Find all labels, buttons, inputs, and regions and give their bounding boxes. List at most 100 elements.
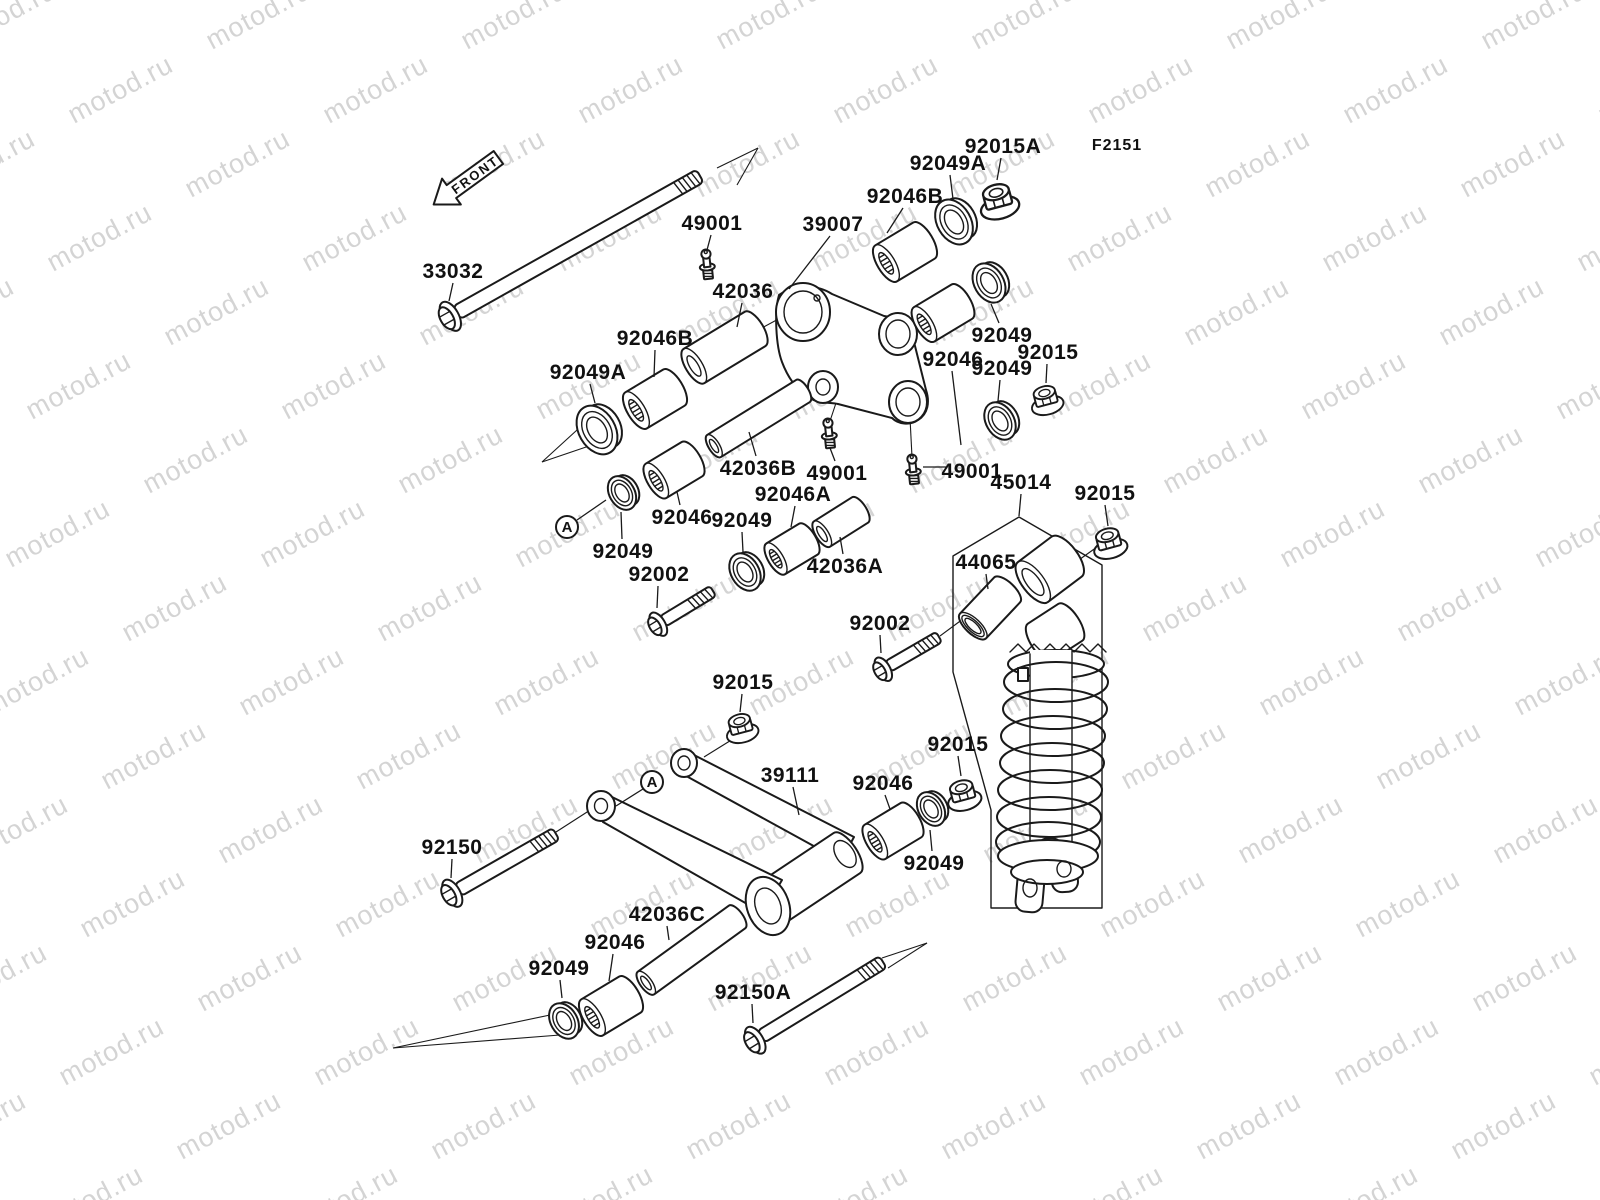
leader-line bbox=[706, 234, 712, 251]
part-label-group: 92049 bbox=[712, 509, 772, 553]
rocker-clevis-boss bbox=[807, 370, 839, 404]
part-label-group: 49001 bbox=[923, 460, 1002, 483]
watermark-text: motod.ru bbox=[1338, 49, 1453, 129]
collar-42036 bbox=[680, 310, 769, 385]
seal-92049 bbox=[971, 261, 1011, 304]
seal-92049 bbox=[548, 1001, 584, 1040]
watermark-text: motod.ru bbox=[1317, 197, 1432, 277]
watermark-text: motod.ru bbox=[117, 567, 232, 647]
watermark-text: motod.ru bbox=[1308, 1159, 1423, 1200]
tie-rod-flange bbox=[744, 875, 792, 937]
bolt-92002 bbox=[647, 586, 716, 637]
watermark-text: motod.ru bbox=[1329, 1011, 1444, 1091]
part-number-label: 92049A bbox=[550, 361, 627, 384]
leader-line bbox=[739, 693, 743, 713]
part-number-label: 92046A bbox=[755, 483, 832, 506]
part-label-group: 92046 bbox=[853, 772, 914, 810]
watermark-text: motod.ru bbox=[1350, 863, 1465, 943]
grease-fitting-49001 bbox=[698, 248, 716, 281]
part-number-label: 39111 bbox=[761, 764, 820, 787]
watermark-text: motod.ru bbox=[681, 1085, 796, 1165]
watermark-text: motod.ru bbox=[543, 1159, 658, 1200]
leader-line bbox=[788, 235, 831, 290]
watermark-text: motod.ru bbox=[159, 271, 274, 351]
leader-line bbox=[741, 531, 744, 553]
part-number-label: 49001 bbox=[807, 462, 868, 485]
nut-92015 bbox=[725, 713, 760, 745]
leader-line bbox=[608, 953, 614, 982]
part-number-label: 92015 bbox=[1075, 482, 1136, 505]
seal-92049 bbox=[606, 474, 641, 511]
watermark-text: motod.ru bbox=[192, 937, 307, 1017]
part-label-group: 92049 bbox=[972, 357, 1032, 402]
part-number-label: 42036A bbox=[807, 555, 884, 578]
leader-line bbox=[450, 858, 453, 879]
seal-92049a bbox=[575, 403, 623, 456]
watermark-text: motod.ru bbox=[21, 345, 136, 425]
watermark-text: motod.ru bbox=[1053, 1159, 1168, 1200]
figure-code: F2151 bbox=[1092, 137, 1142, 154]
tie-rod-front-eye bbox=[586, 790, 616, 822]
watermark-text: motod.ru bbox=[33, 1159, 148, 1200]
part-label-group: 92002 bbox=[629, 563, 689, 609]
leader-line bbox=[620, 511, 623, 540]
part-label-group: 92046B bbox=[867, 185, 943, 234]
nut-92015 bbox=[947, 779, 983, 812]
part-number-label: 92046B bbox=[617, 327, 694, 350]
watermark-text: motod.ru bbox=[1392, 567, 1507, 647]
part-number-label: 39007 bbox=[803, 213, 864, 236]
grease-fitting-49001 bbox=[904, 453, 922, 486]
watermark-text: motod.ru bbox=[1551, 345, 1600, 425]
part-label-group: 92049 bbox=[972, 303, 1032, 347]
watermark-text: motod.ru bbox=[42, 197, 157, 277]
part-number-label: 92046 bbox=[853, 772, 914, 795]
leader-line bbox=[656, 585, 659, 609]
part-label-group: 92015 bbox=[928, 733, 988, 777]
watermark-text: motod.ru bbox=[63, 49, 178, 129]
part-label-group: 92046A bbox=[755, 483, 832, 528]
leader-line bbox=[666, 925, 670, 941]
leader-line bbox=[1018, 493, 1022, 517]
watermark-text: motod.ru bbox=[489, 641, 604, 721]
watermark-text: motod.ru bbox=[1191, 1085, 1306, 1165]
watermark-text: motod.ru bbox=[96, 715, 211, 795]
svg-text:A: A bbox=[562, 519, 573, 536]
shock-bracket-outline bbox=[952, 516, 1103, 909]
bearing-92046b bbox=[621, 368, 689, 430]
leader-line bbox=[615, 788, 644, 807]
seal-92049 bbox=[983, 400, 1021, 441]
part-label-group: 92049A bbox=[550, 361, 627, 404]
part-number-label: 44065 bbox=[956, 551, 1017, 574]
leader-line bbox=[792, 786, 800, 816]
leader-line bbox=[1104, 504, 1109, 527]
watermark-text: motod.ru bbox=[1413, 419, 1528, 499]
part-label-group: 92049 bbox=[593, 511, 653, 563]
part-label-group: 39007 bbox=[788, 213, 864, 290]
watermark-text: motod.ru bbox=[234, 641, 349, 721]
watermark-text: motod.ru bbox=[1179, 271, 1294, 351]
leader-line bbox=[589, 383, 596, 404]
part-number-label: 42036 bbox=[713, 280, 774, 303]
watermark-text: motod.ru bbox=[201, 0, 316, 55]
part-label-group: 44065 bbox=[956, 551, 1017, 590]
leader-line bbox=[448, 282, 454, 302]
watermark-text: motod.ru bbox=[690, 123, 805, 203]
shock-clevis-hole bbox=[1056, 860, 1072, 878]
bearing-92046 bbox=[577, 975, 645, 1037]
part-number-label: 45014 bbox=[991, 471, 1052, 494]
part-label-group: 92150 bbox=[422, 836, 482, 879]
leader-line bbox=[884, 794, 891, 810]
watermark-text: motod.ru bbox=[0, 493, 115, 573]
bolt-92002 bbox=[872, 632, 942, 682]
watermark-text: motod.ru bbox=[138, 419, 253, 499]
leader-line bbox=[839, 536, 844, 555]
watermark-text: motod.ru bbox=[213, 789, 328, 869]
watermark-text: motod.ru bbox=[75, 863, 190, 943]
watermark-text: motod.ru bbox=[1062, 197, 1177, 277]
watermark-text: motod.ru bbox=[351, 715, 466, 795]
svg-text:A: A bbox=[647, 774, 658, 791]
leader-line bbox=[790, 505, 796, 528]
